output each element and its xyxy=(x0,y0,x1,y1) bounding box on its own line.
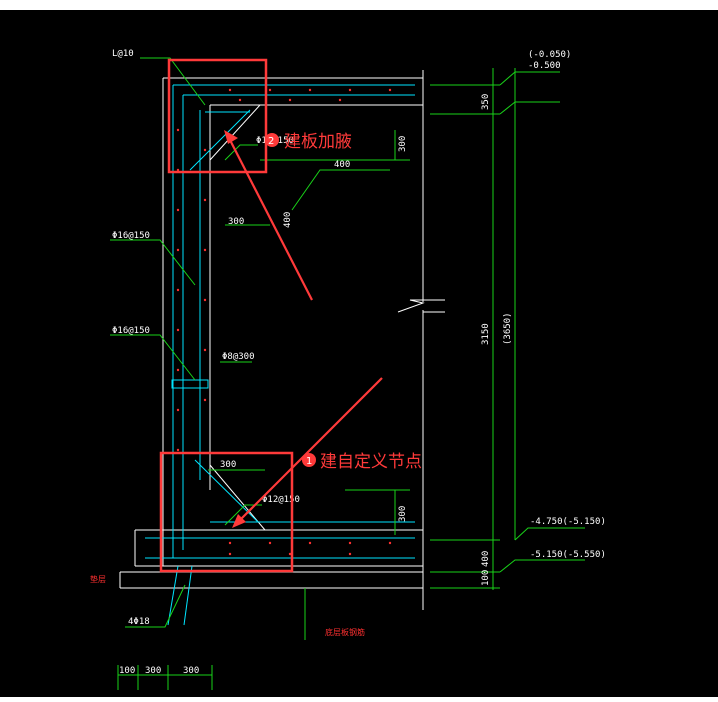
rebar-label-wall-1: Φ16@150 xyxy=(112,231,150,241)
dim-haunch-top-vert: 400 xyxy=(283,212,293,228)
dim-wall-haunch-width: 300 xyxy=(228,217,244,227)
callout-text-node: 建自定义节点 xyxy=(320,452,422,472)
rebar-label-top: L@10 xyxy=(112,49,134,59)
arrows xyxy=(224,130,383,528)
rebar-label-wall-center: Φ8@300 xyxy=(222,352,255,362)
elevation-mid: -4.750(-5.150) xyxy=(530,517,606,527)
callout-node: 1 建自定义节点 xyxy=(302,452,422,472)
dim-base-slab: 400 xyxy=(481,551,491,567)
dim-height-total: (3650) xyxy=(503,312,513,345)
callout-number-haunch: 2 xyxy=(268,136,274,147)
dim-bedding: 100 xyxy=(481,570,491,586)
dim-bottom-1: 100 xyxy=(119,666,135,676)
dim-bottom-2: 300 xyxy=(145,666,161,676)
rebar-label-haunch-bottom: Φ12@150 xyxy=(262,495,300,505)
dim-haunch-bottom-horiz: 300 xyxy=(220,460,236,470)
cad-drawing-canvas: (-0.050) -0.500 -4.750(-5.150) -5.150(-5… xyxy=(0,10,718,697)
callout-badge-node xyxy=(302,453,316,467)
elevation-top-b: -0.500 xyxy=(528,61,561,71)
dim-haunch-top-horiz: 400 xyxy=(334,160,350,170)
dim-haunch-bottom-height: 300 xyxy=(398,506,408,522)
dim-height-main: 3150 xyxy=(481,323,491,345)
dimension-texts: (-0.050) -0.500 -4.750(-5.150) -5.150(-5… xyxy=(112,49,606,676)
rebar-label-foot: 4Φ18 xyxy=(128,617,150,627)
elevation-top-a: (-0.050) xyxy=(528,50,571,60)
highlight-box-node[interactable] xyxy=(159,451,294,573)
label-bottom-note: 底层板钢筋 xyxy=(325,627,365,637)
callout-number-node: 1 xyxy=(306,456,312,467)
callout-text-haunch: 建板加腋 xyxy=(284,132,352,152)
highlight-box-haunch[interactable] xyxy=(167,58,268,174)
dim-haunch-top-height: 300 xyxy=(398,136,408,152)
wall-section-drawing: (-0.050) -0.500 -4.750(-5.150) -5.150(-5… xyxy=(90,49,606,690)
dim-slab-top: 350 xyxy=(481,94,491,110)
rebar-dots xyxy=(176,88,392,556)
dimension-lines xyxy=(110,57,585,690)
callout-badge-haunch xyxy=(265,133,279,147)
elevation-bottom: -5.150(-5.550) xyxy=(530,550,606,560)
dim-bottom-3: 300 xyxy=(183,666,199,676)
rebar-lines xyxy=(145,84,415,626)
rebar-label-wall-2: Φ16@150 xyxy=(112,326,150,336)
label-bedding-left: 垫层 xyxy=(90,574,106,584)
callout-haunch: 2 建板加腋 xyxy=(265,132,352,152)
